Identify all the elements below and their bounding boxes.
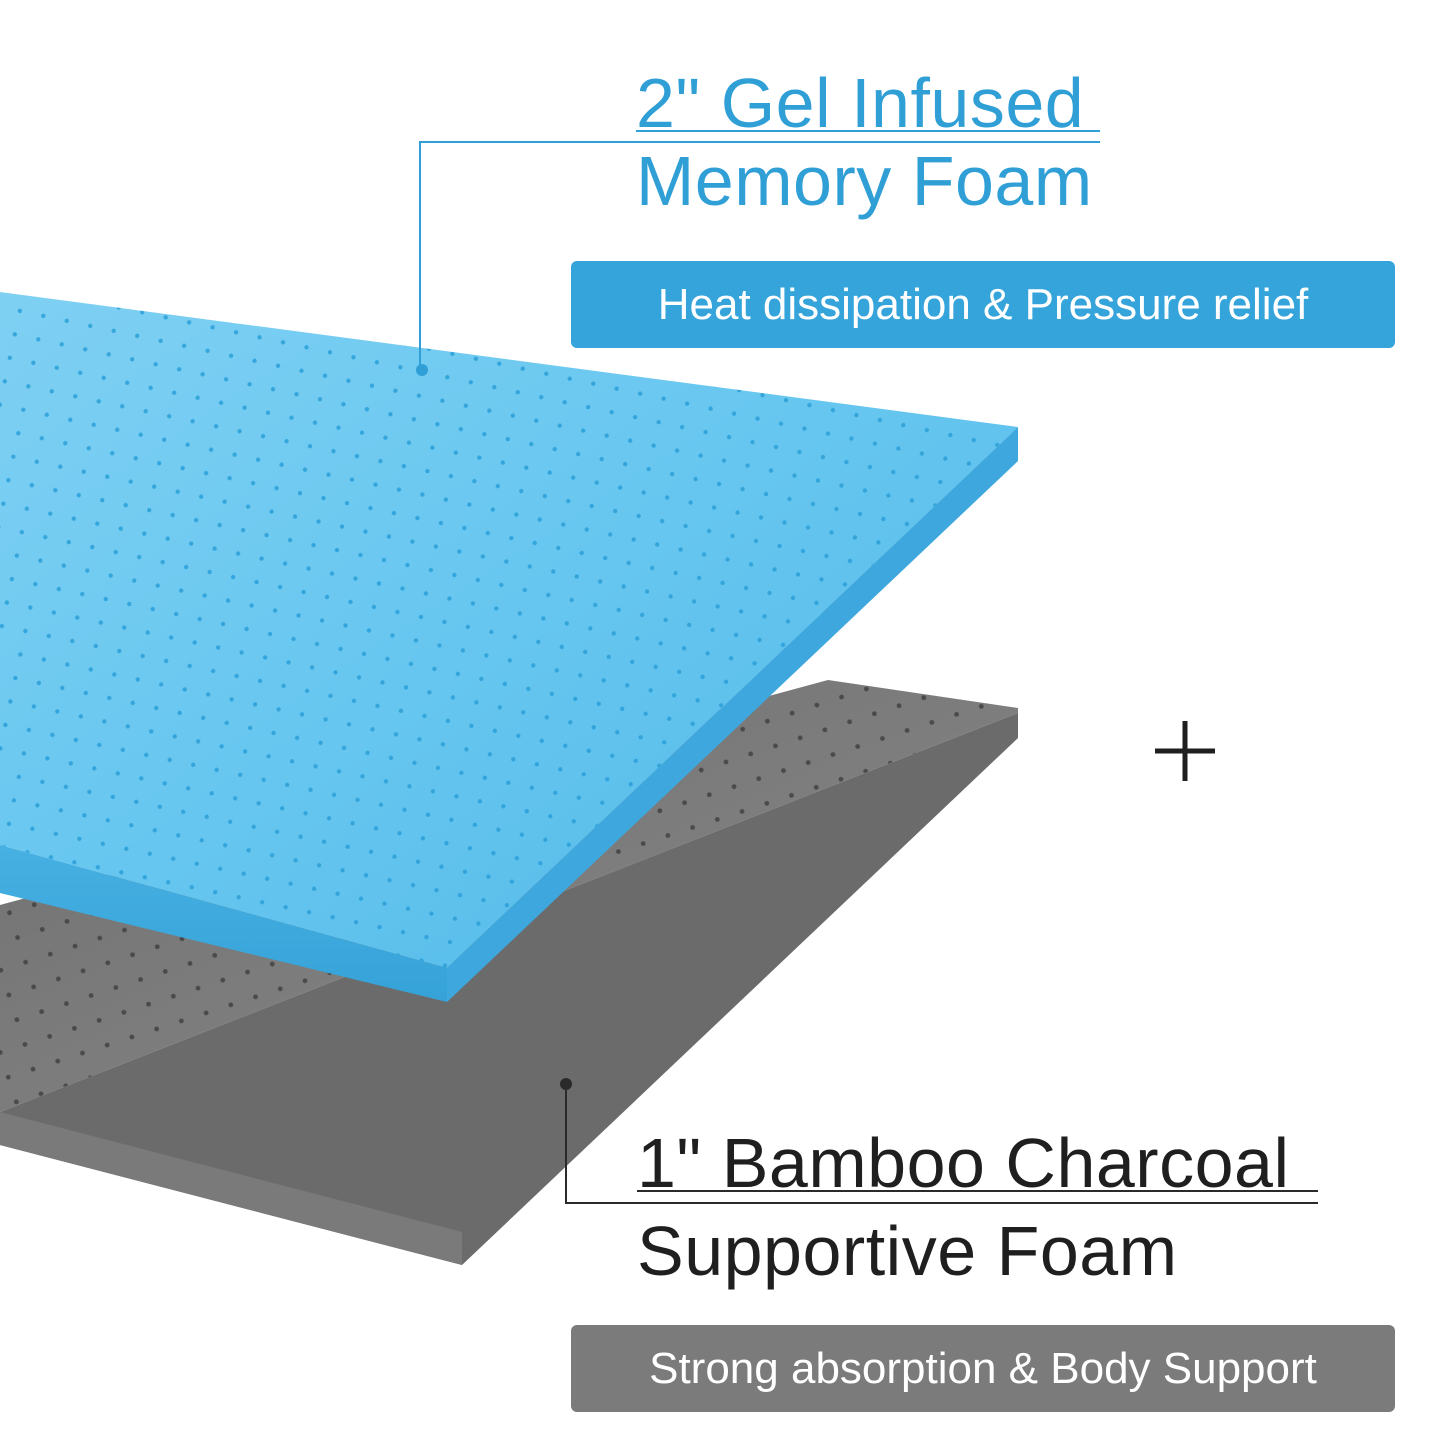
gel-foam-layer bbox=[0, 292, 1018, 1002]
gel-callout-dot bbox=[416, 364, 428, 376]
gel-foam-front-edge bbox=[0, 845, 447, 1002]
gel-layer-badge: Heat dissipation & Pressure relief bbox=[571, 261, 1395, 348]
charcoal-callout-dot bbox=[560, 1078, 572, 1090]
gel-layer-title-line2: Memory Foam bbox=[636, 142, 1093, 220]
charcoal-callout bbox=[565, 1084, 1318, 1204]
charcoal-layer-badge: Strong absorption & Body Support bbox=[571, 1325, 1395, 1412]
charcoal-layer-title-line2: Supportive Foam bbox=[637, 1212, 1178, 1290]
gel-layer-title-line1: 2" Gel Infused bbox=[636, 64, 1085, 142]
plus-icon bbox=[1155, 721, 1215, 781]
charcoal-foam-edge bbox=[0, 713, 1018, 1265]
gel-callout-line bbox=[419, 141, 1100, 370]
charcoal-callout-line bbox=[565, 1084, 1318, 1204]
gel-callout bbox=[419, 130, 1100, 370]
charcoal-layer-title-line1: 1" Bamboo Charcoal bbox=[637, 1124, 1290, 1202]
gel-foam-top-dots bbox=[0, 292, 1018, 968]
charcoal-foam-front bbox=[0, 1112, 462, 1265]
gel-foam-right-edge bbox=[447, 427, 1018, 1002]
